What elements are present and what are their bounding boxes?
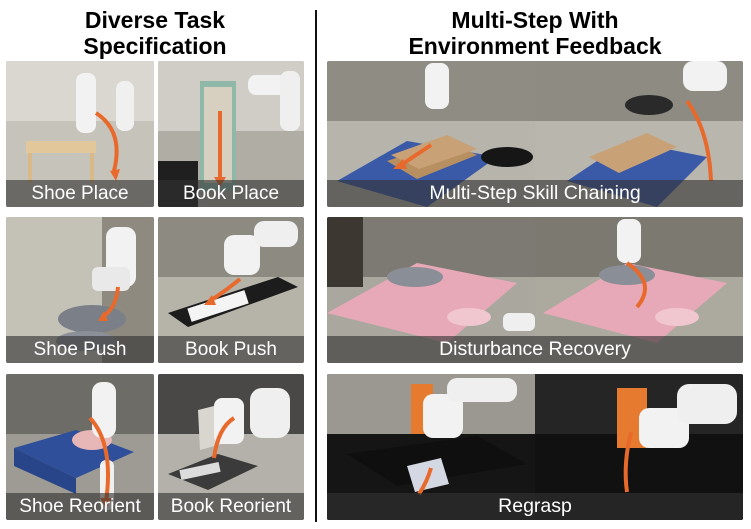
tile-caption-book-place: Book Place xyxy=(158,180,304,207)
tile-caption-shoe-place: Shoe Place xyxy=(6,180,154,207)
right-section-title: Multi-Step With Environment Feedback xyxy=(350,7,720,59)
tile-book-push: Book Push xyxy=(158,217,304,363)
left-section-title: Diverse Task Specification xyxy=(40,7,270,59)
tile-shoe-place: Shoe Place xyxy=(6,61,154,207)
tile-caption-shoe-reorient: Shoe Reorient xyxy=(6,493,154,520)
tile-caption-shoe-push: Shoe Push xyxy=(6,336,154,363)
tile-caption-book-push: Book Push xyxy=(158,336,304,363)
right-title-line2: Environment Feedback xyxy=(408,33,662,59)
tile-caption-skill-chaining: Multi-Step Skill Chaining xyxy=(327,180,743,207)
tile-skill-chaining: Multi-Step Skill Chaining xyxy=(327,61,743,207)
tile-caption-disturbance-recovery: Disturbance Recovery xyxy=(327,336,743,363)
tile-disturbance-recovery: Disturbance Recovery xyxy=(327,217,743,363)
right-title-line1: Multi-Step With xyxy=(451,7,619,33)
tile-book-reorient: Book Reorient xyxy=(158,374,304,520)
shoe-place-scene xyxy=(6,61,154,207)
tile-caption-regrasp: Regrasp xyxy=(327,493,743,520)
left-title-line2: Specification xyxy=(83,33,227,59)
tile-book-place: Book Place xyxy=(158,61,304,207)
tile-shoe-reorient: Shoe Reorient xyxy=(6,374,154,520)
tile-shoe-push: Shoe Push xyxy=(6,217,154,363)
tile-regrasp: Regrasp xyxy=(327,374,743,520)
section-divider xyxy=(315,10,317,522)
regrasp-scene xyxy=(327,374,743,520)
left-title-line1: Diverse Task xyxy=(84,7,226,33)
tile-caption-book-reorient: Book Reorient xyxy=(158,493,304,520)
